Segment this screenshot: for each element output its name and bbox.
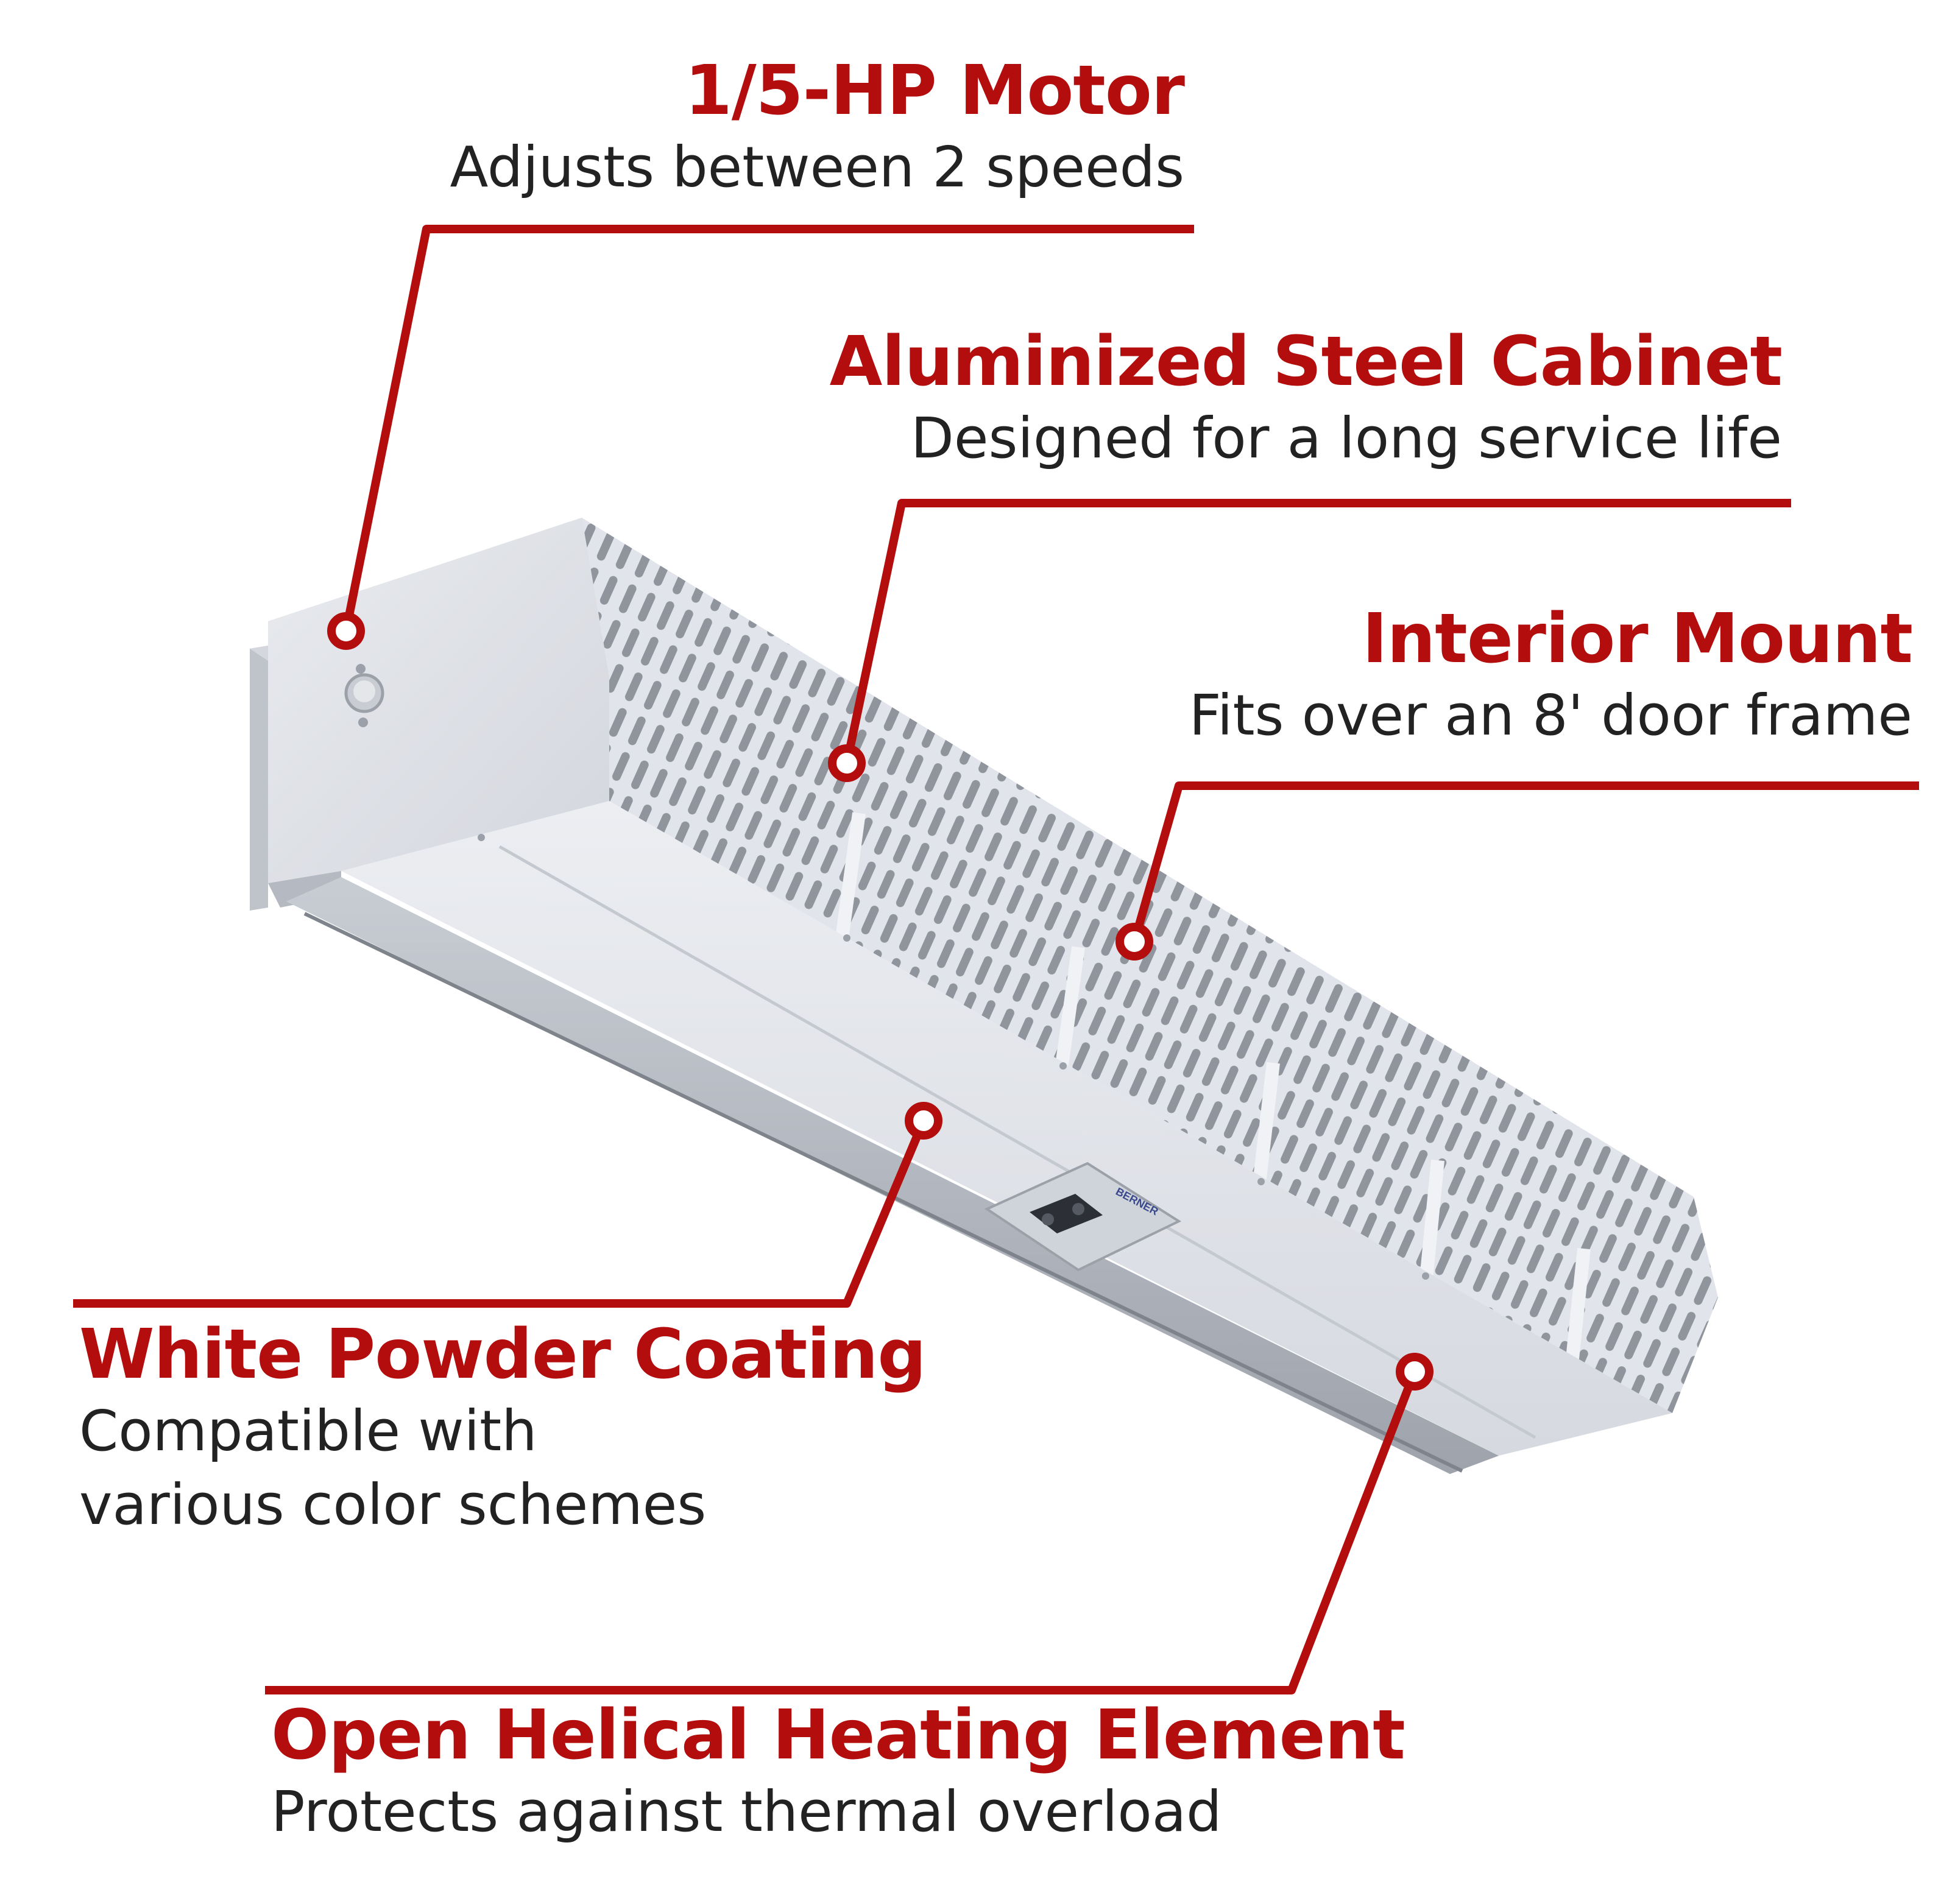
- leader-lines: [73, 225, 1919, 1694]
- motor-knob-icon: [344, 664, 384, 727]
- callout-cabinet: Aluminized Steel Cabinet Designed for a …: [829, 322, 1783, 475]
- callout-motor-desc: Adjusts between 2 speeds: [450, 134, 1184, 200]
- callout-powder-desc-line-1: Compatible with: [79, 1398, 537, 1464]
- dot-powder: [905, 1102, 942, 1140]
- callout-cabinet-desc: Designed for a long service life: [911, 405, 1782, 471]
- leader-cabinet: [843, 499, 1791, 764]
- callout-helical: Open Helical Heating Element Protects ag…: [271, 1696, 1405, 1849]
- dot-motor: [327, 612, 365, 650]
- callout-cabinet-title: Aluminized Steel Cabinet: [829, 322, 1783, 401]
- callout-mount-title: Interior Mount: [1362, 599, 1913, 679]
- callout-mount: Interior Mount Fits over an 8' door fram…: [1189, 599, 1913, 752]
- callout-powder-desc-line-2: various color schemes: [79, 1472, 707, 1538]
- callout-helical-title: Open Helical Heating Element: [271, 1696, 1405, 1775]
- dot-helical: [1396, 1353, 1434, 1391]
- front-face: [341, 801, 1672, 1456]
- leader-motor: [342, 225, 1194, 632]
- callout-mount-desc: Fits over an 8' door frame: [1189, 682, 1912, 748]
- callout-motor: 1/5-HP Motor Adjusts between 2 speeds: [450, 51, 1185, 204]
- callout-dots: [327, 612, 1434, 1391]
- leader-mount: [1130, 781, 1919, 943]
- dot-mount: [1115, 923, 1153, 961]
- callout-powder-title: White Powder Coating: [79, 1315, 927, 1394]
- callout-motor-title: 1/5-HP Motor: [684, 51, 1185, 130]
- callout-powder: White Powder Coating Compatible with var…: [79, 1315, 927, 1542]
- discharge-slot: [286, 877, 1499, 1474]
- leader-helical: [265, 1370, 1419, 1694]
- callout-helical-desc: Protects against thermal overload: [271, 1779, 1222, 1844]
- dot-cabinet: [828, 744, 866, 782]
- leader-powder: [73, 1119, 928, 1308]
